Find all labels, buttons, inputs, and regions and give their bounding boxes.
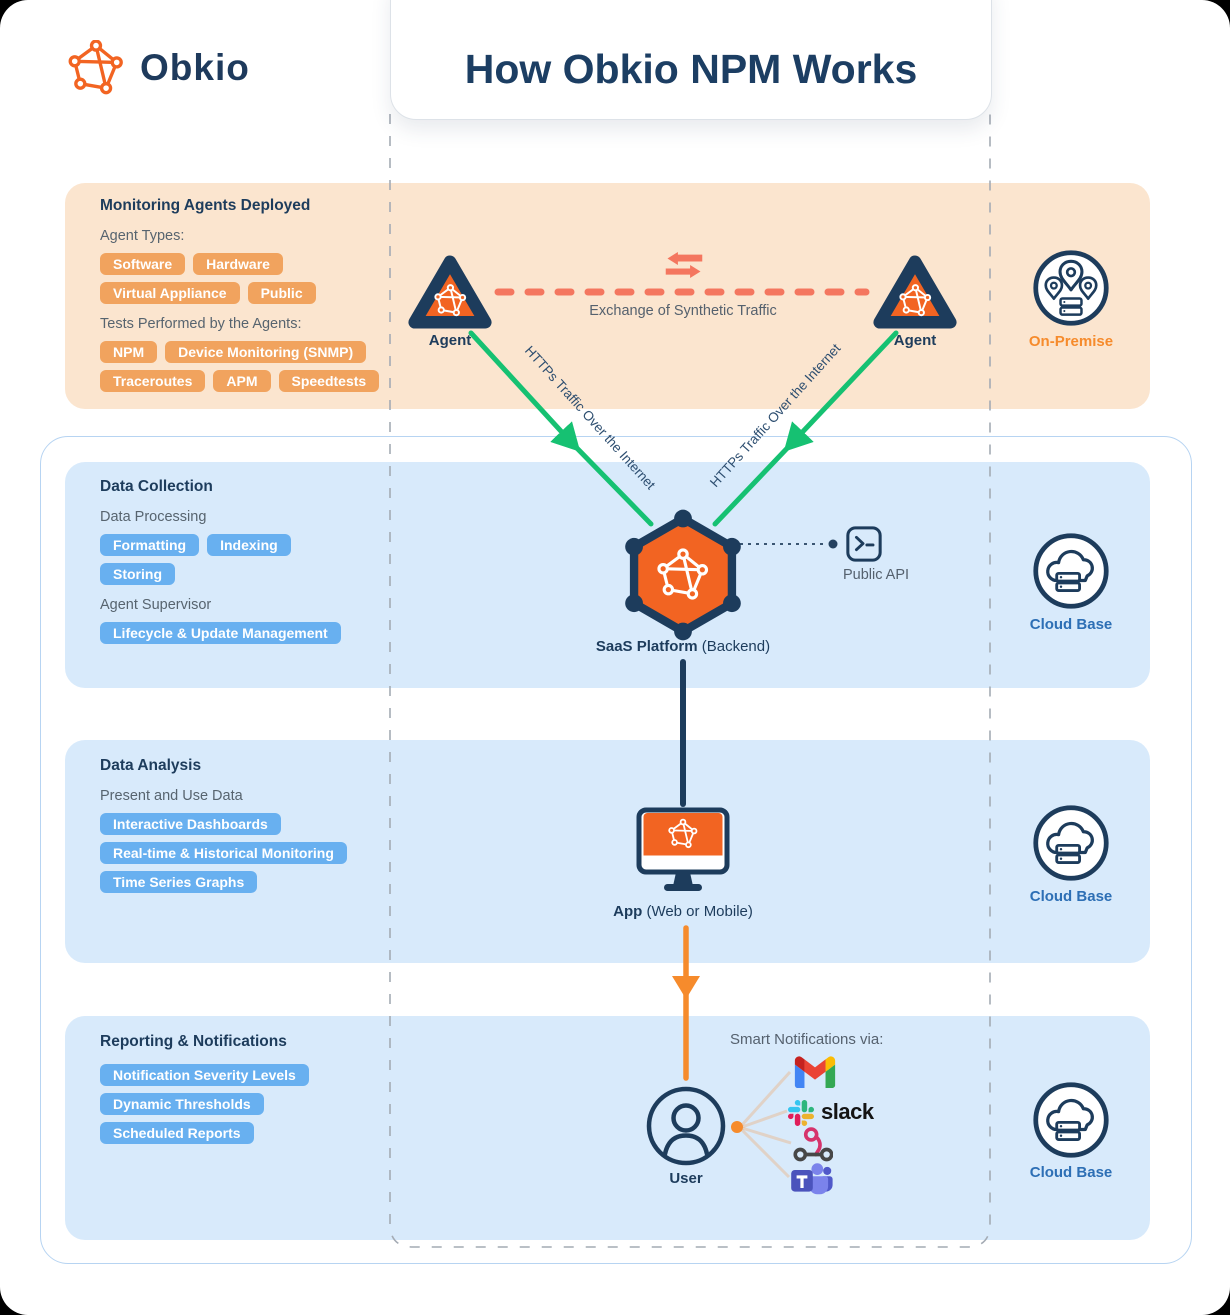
tag-virtual-appliance: Virtual Appliance: [100, 282, 240, 304]
app-monitor-icon: [636, 807, 730, 891]
page-title: How Obkio NPM Works: [464, 46, 918, 92]
analysis-subtitle: Present and Use Data: [100, 788, 243, 804]
collection-title: Data Collection: [100, 478, 213, 495]
tag-apm: APM: [213, 370, 271, 392]
user-icon: [646, 1086, 726, 1166]
tag-hardware: Hardware: [193, 253, 283, 275]
tag-severity: Notification Severity Levels: [100, 1064, 309, 1086]
gmail-icon: [794, 1056, 836, 1089]
agent-left-label: Agent: [428, 332, 472, 349]
tag-scheduled: Scheduled Reports: [100, 1122, 254, 1144]
tag-thresholds: Dynamic Thresholds: [100, 1093, 264, 1115]
brand-name: Obkio: [140, 47, 250, 88]
tag-speedtests: Speedtests: [278, 370, 380, 392]
public-api-label: Public API: [842, 567, 910, 583]
supervisor-label: Agent Supervisor: [100, 597, 212, 613]
tag-dashboards: Interactive Dashboards: [100, 813, 281, 835]
tag-realtime: Real-time & Historical Monitoring: [100, 842, 347, 864]
tag-storing: Storing: [100, 563, 175, 585]
webhook-icon: [793, 1127, 833, 1162]
exchange-label: Exchange of Synthetic Traffic: [589, 303, 777, 319]
monitoring-copy: Monitoring Agents Deployed Agent Types: …: [100, 197, 420, 399]
cloud-base-icon-reporting: [1031, 1080, 1111, 1160]
tag-snmp: Device Monitoring (SNMP): [165, 341, 367, 363]
exchange-arrows-icon: [665, 251, 703, 279]
tag-traceroutes: Traceroutes: [100, 370, 206, 392]
app-label-bold: App: [613, 903, 643, 920]
collection-copy: Data Collection Data Processing Formatti…: [100, 478, 420, 651]
obkio-network-icon: [68, 40, 123, 95]
saas-platform-label: SaaS Platform (Backend): [553, 638, 813, 655]
agent-types-label: Agent Types:: [100, 228, 185, 244]
tag-software: Software: [100, 253, 186, 275]
tag-indexing: Indexing: [207, 534, 291, 556]
on-premise-label: On-Premise: [1028, 333, 1114, 350]
analysis-title: Data Analysis: [100, 757, 202, 774]
cloud-base-icon-analysis: [1031, 803, 1111, 883]
agent-left-icon: [408, 253, 492, 331]
tag-lifecycle: Lifecycle & Update Management: [100, 622, 341, 644]
tag-timeseries: Time Series Graphs: [100, 871, 258, 893]
reporting-title: Reporting & Notifications: [100, 1033, 287, 1050]
saas-platform-label-rest: (Backend): [701, 638, 771, 655]
title-card: How Obkio NPM Works: [390, 0, 992, 120]
tag-public: Public: [247, 282, 316, 304]
saas-platform-label-bold: SaaS Platform: [595, 638, 698, 655]
processing-label: Data Processing: [100, 509, 207, 525]
tag-formatting: Formatting: [100, 534, 200, 556]
user-label: User: [669, 1170, 703, 1187]
reporting-copy: Reporting & Notifications Notification S…: [100, 1033, 420, 1151]
slack-wordmark: slack: [821, 1099, 874, 1124]
app-label: App (Web or Mobile): [553, 903, 813, 920]
cloud-base-label-analysis: Cloud Base: [1029, 888, 1113, 905]
cloud-base-label-collection: Cloud Base: [1029, 616, 1113, 633]
agent-right-icon: [873, 253, 957, 331]
cloud-base-label-reporting: Cloud Base: [1029, 1164, 1113, 1181]
tests-label: Tests Performed by the Agents:: [100, 316, 302, 332]
smart-notifications-label: Smart Notifications via:: [730, 1031, 884, 1048]
monitoring-title: Monitoring Agents Deployed: [100, 197, 311, 214]
obkio-logo: Obkio: [66, 40, 250, 96]
analysis-copy: Data Analysis Present and Use Data Inter…: [100, 757, 420, 900]
slack-icon: [788, 1100, 814, 1126]
teams-icon: [791, 1163, 833, 1195]
app-label-rest: (Web or Mobile): [646, 903, 753, 920]
agent-right-label: Agent: [893, 332, 937, 349]
saas-platform-icon: [625, 509, 741, 641]
on-premise-icon: [1033, 250, 1109, 326]
cloud-base-icon-collection: [1031, 531, 1111, 611]
public-api-icon: [846, 526, 882, 562]
tag-npm: NPM: [100, 341, 158, 363]
